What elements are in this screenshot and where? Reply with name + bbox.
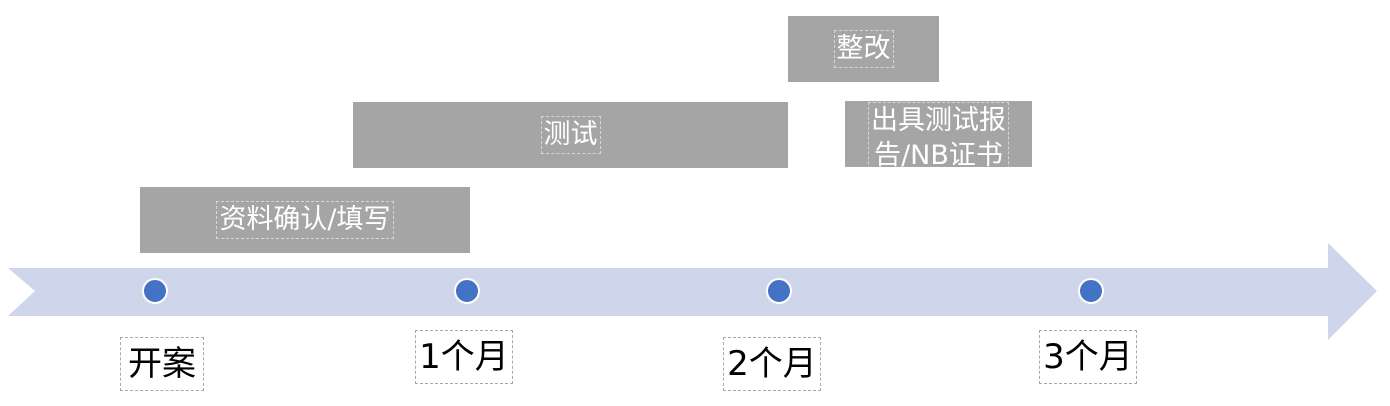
milestone-dot-2-months — [766, 278, 792, 304]
phase-bar-rectification: 整改 — [788, 16, 939, 82]
milestone-label-1-month: 1个月 — [415, 330, 513, 384]
milestone-dot-start — [142, 278, 168, 304]
milestone-label-2-months-text: 2个月 — [727, 344, 817, 384]
milestone-label-1-month-text: 1个月 — [419, 337, 509, 377]
phase-label-rectification: 整改 — [833, 30, 894, 68]
milestone-label-3-months-text: 3个月 — [1043, 337, 1133, 377]
phase-bar-testing: 测试 — [353, 102, 788, 168]
milestone-label-3-months: 3个月 — [1039, 330, 1137, 384]
milestone-dot-1-month — [454, 278, 480, 304]
phase-bar-report-certificate: 出具测试报 告/NB证书 — [845, 101, 1032, 174]
milestone-dot-3-months — [1078, 278, 1104, 304]
phase-label-document-confirmation: 资料确认/填写 — [216, 201, 394, 239]
milestone-label-2-months: 2个月 — [723, 337, 821, 391]
phase-label-report-certificate: 出具测试报 告/NB证书 — [868, 102, 1009, 174]
milestone-label-start-text: 开案 — [128, 344, 196, 384]
milestone-label-start: 开案 — [120, 337, 204, 391]
phase-label-report-line-2: 告/NB证书 — [874, 140, 1003, 171]
phase-label-report-line-1: 出具测试报 — [871, 105, 1006, 136]
phase-label-testing: 测试 — [540, 116, 601, 154]
timeline-arrow-shape — [8, 243, 1377, 340]
phase-bar-document-confirmation: 资料确认/填写 — [140, 187, 470, 253]
